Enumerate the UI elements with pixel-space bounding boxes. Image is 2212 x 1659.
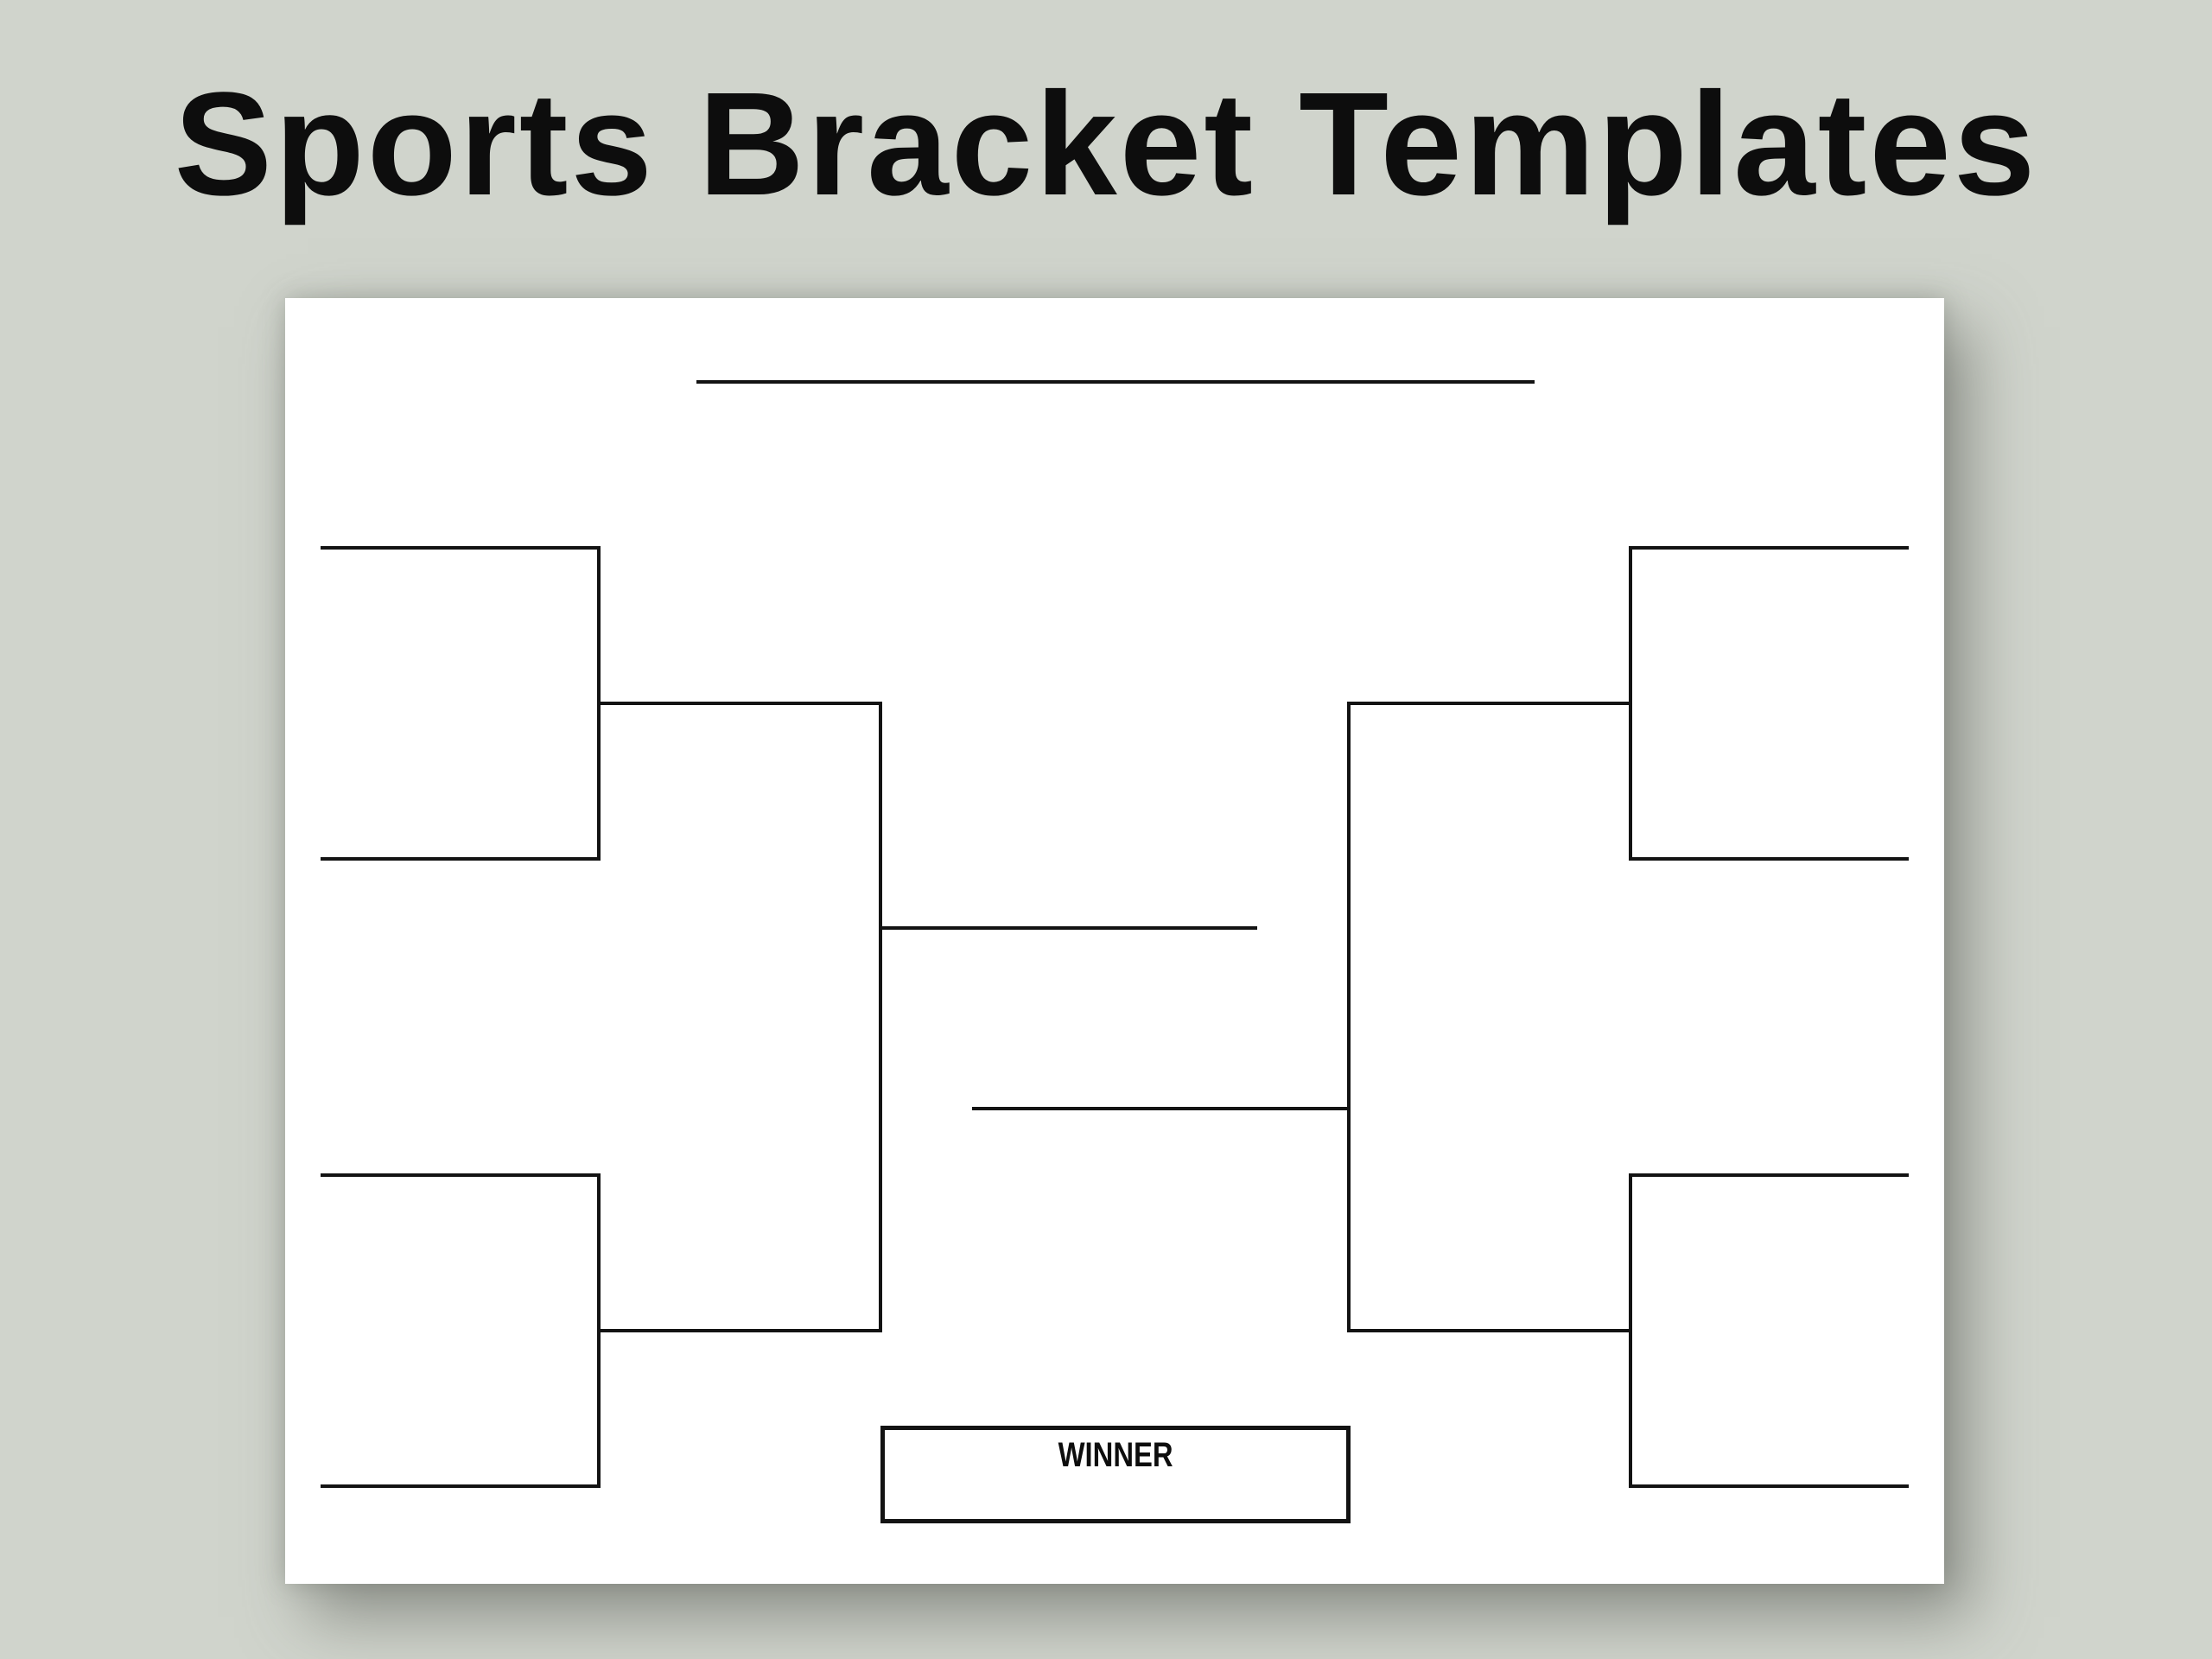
- team-slot-line-left-2-bottom: [321, 1484, 601, 1488]
- winner-advance-line-right-2: [1347, 1329, 1632, 1332]
- finalist-line-right: [972, 1107, 1351, 1110]
- winner-advance-line-left-2: [597, 1329, 882, 1332]
- connector-line-right-semifinal: [1347, 702, 1351, 1332]
- winner-label: WINNER: [1058, 1436, 1173, 1474]
- finalist-line-left: [879, 926, 1257, 930]
- team-slot-line-left-1-top: [321, 546, 601, 550]
- team-slot-line-right-1-bottom: [1629, 857, 1909, 861]
- team-slot-line-left-2-top: [321, 1173, 601, 1177]
- page-title: Sports Bracket Templates: [174, 62, 2038, 226]
- connector-line-right-pair-2: [1629, 1173, 1632, 1488]
- team-slot-line-right-1-top: [1629, 546, 1909, 550]
- event-title-write-in-line: [696, 380, 1535, 384]
- team-slot-line-right-2-top: [1629, 1173, 1909, 1177]
- connector-line-right-pair-1: [1629, 546, 1632, 861]
- bracket-sheet: WINNER: [285, 298, 1944, 1584]
- winner-advance-line-left-1: [597, 702, 882, 705]
- team-slot-line-left-1-bottom: [321, 857, 601, 861]
- team-slot-line-right-2-bottom: [1629, 1484, 1909, 1488]
- connector-line-left-semifinal: [879, 702, 882, 1332]
- winner-box: WINNER: [880, 1426, 1351, 1523]
- winner-advance-line-right-1: [1347, 702, 1632, 705]
